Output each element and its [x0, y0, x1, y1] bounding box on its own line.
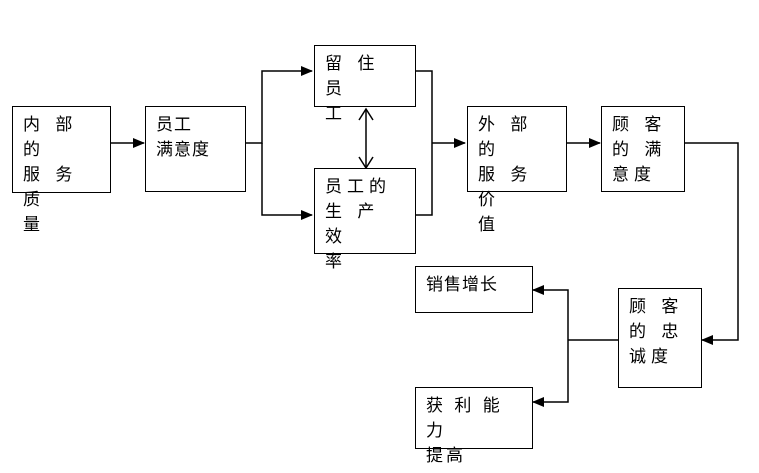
arrowhead-up	[358, 107, 374, 121]
node-profitability: 获 利 能 力 提高	[415, 387, 533, 466]
arrow-satisfaction-to-productivity	[261, 143, 313, 220]
arrow-satisfaction-to-retention	[246, 66, 313, 144]
node-external-service-value: 外 部 的 服 务 价 值	[467, 106, 567, 235]
arrow-loyalty-to-sales	[532, 285, 569, 340]
node-employee-retention: 留 住 员 工	[314, 45, 416, 124]
node-customer-satisfaction: 顾 客 的 满 意度	[601, 106, 685, 192]
node-internal-service-quality: 内 部 的 服 务 质 量	[12, 106, 111, 235]
arrow-retention-to-value	[416, 70, 433, 216]
arrow-loyalty-to-profit	[532, 340, 569, 407]
node-employee-satisfaction: 员工 满意度	[145, 106, 246, 192]
node-customer-loyalty: 顾 客 的 忠 诚度	[618, 288, 702, 388]
node-employee-productivity: 员工的 生 产 效 率	[314, 168, 416, 272]
arrow-satisfaction-to-loyalty	[684, 142, 739, 345]
node-sales-growth: 销售增长	[415, 266, 533, 313]
